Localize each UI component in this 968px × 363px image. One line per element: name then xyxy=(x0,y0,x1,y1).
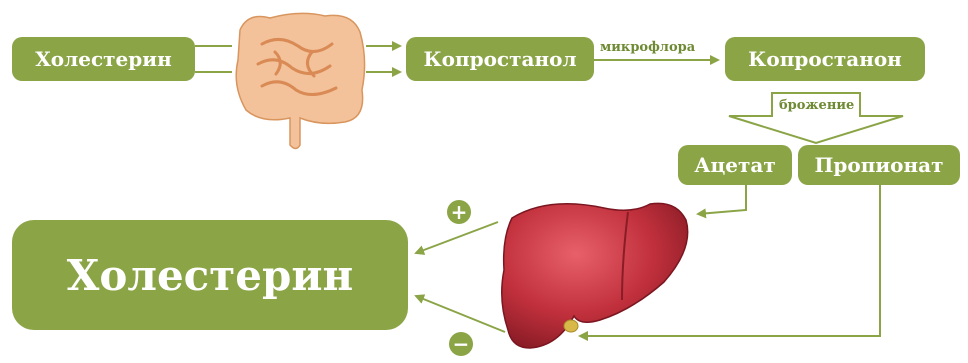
connector-intestine-coprostanol xyxy=(366,46,400,72)
arrow-liver-cholesterol-increase xyxy=(416,222,498,253)
label-microflora: микрофлора xyxy=(600,40,695,55)
plus-sign: + xyxy=(447,200,471,224)
intestine-illustration xyxy=(236,13,364,148)
node-acetate: Ацетат xyxy=(678,145,792,185)
minus-sign: − xyxy=(449,332,473,356)
node-cholesterol-top: Холестерин xyxy=(12,37,195,81)
connector-cholesterol-intestine xyxy=(195,46,232,72)
label-fermentation: брожение xyxy=(779,98,854,113)
node-coprostanol: Копростанол xyxy=(406,37,594,81)
arrow-liver-cholesterol-decrease xyxy=(416,296,505,332)
node-propionate: Пропионат xyxy=(798,145,960,185)
node-coprostanone: Копростанон xyxy=(725,37,925,81)
liver-illustration xyxy=(502,203,688,348)
svg-text:−: − xyxy=(453,332,470,356)
node-cholesterol-main: Холестерин xyxy=(12,220,408,330)
svg-text:+: + xyxy=(451,200,468,224)
connector-acetate-liver xyxy=(698,185,746,214)
